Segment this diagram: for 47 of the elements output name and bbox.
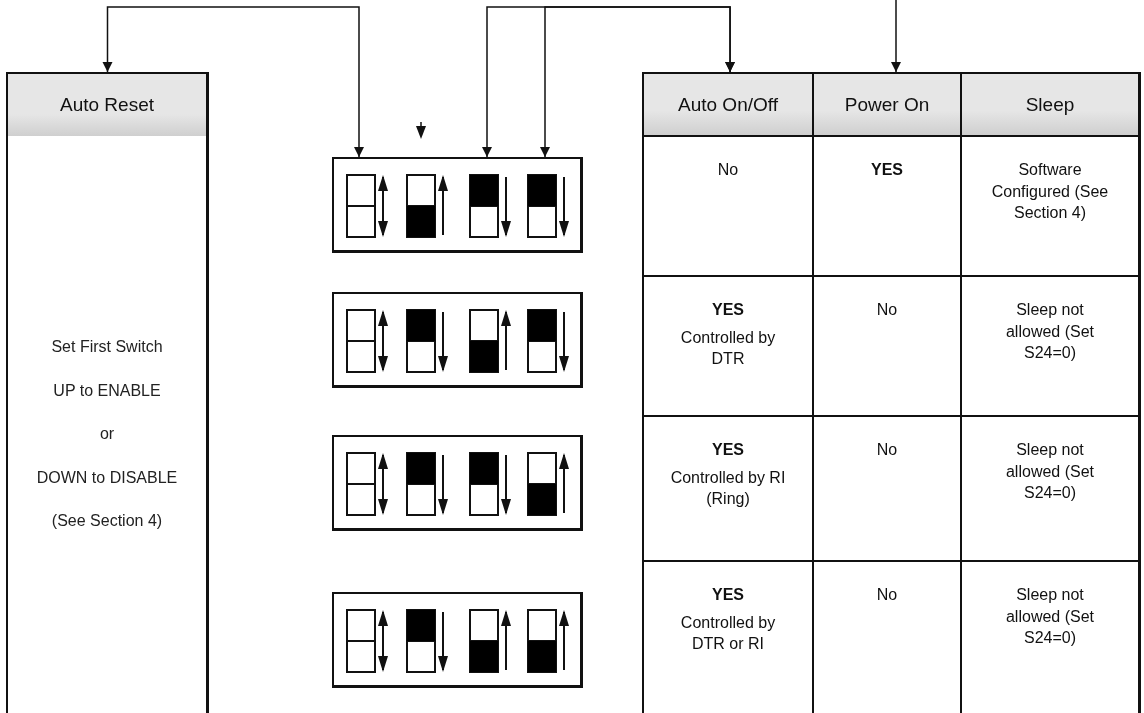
table-cell (642, 275, 812, 415)
cell-text: Software Configured (See Section 4) (991, 160, 1109, 224)
table-cell (960, 135, 1141, 275)
header-text: Power On (844, 92, 930, 117)
switch-block (332, 157, 583, 253)
table-cell (960, 415, 1141, 560)
cell-text: YES (712, 300, 744, 320)
table-cell (642, 560, 812, 713)
instruction-text: DOWN to DISABLE (36, 467, 178, 488)
cell-text: Sleep not allowed (Set S24=0) (1004, 585, 1095, 649)
column-header (960, 72, 1141, 135)
header-text: Auto On/Off (678, 92, 778, 117)
switch-block (332, 592, 583, 688)
cell-text: No (876, 300, 898, 320)
column-header (812, 72, 960, 135)
connector-arrow (891, 0, 901, 73)
setting-panel (6, 72, 209, 713)
connector-arrow (102, 6, 364, 158)
switch-block (332, 435, 583, 531)
cell-text: No (876, 585, 898, 605)
cell-text: Sleep not allowed (Set S24=0) (1004, 300, 1095, 364)
table-cell (960, 275, 1141, 415)
cell-text: YES (871, 160, 903, 180)
column-header (642, 72, 812, 135)
table-cell (812, 415, 960, 560)
cell-text: YES (712, 440, 744, 460)
cell-text: No (717, 160, 739, 180)
instruction-text: or (99, 424, 115, 445)
cell-text: Controlled by DTR or RI (679, 612, 777, 655)
table-cell (812, 135, 960, 275)
table-cell (812, 560, 960, 713)
table-cell (642, 415, 812, 560)
header-text: Sleep (1025, 92, 1075, 117)
cell-text: Sleep not allowed (Set S24=0) (1004, 440, 1095, 504)
switch-block (332, 292, 583, 388)
panel-heading: Auto Reset (60, 94, 154, 116)
instruction-text: UP to ENABLE (53, 380, 161, 401)
table-cell (960, 560, 1141, 713)
cell-text: YES (712, 585, 744, 605)
connector-arrow (540, 6, 736, 158)
table-cell (812, 275, 960, 415)
cell-text: Controlled by DTR (679, 327, 777, 370)
instruction-text: (See Section 4) (51, 511, 163, 532)
cell-text: Controlled by RI (Ring) (669, 467, 787, 510)
table-cell (642, 135, 812, 275)
cell-text: No (876, 440, 898, 460)
instruction-text: Set First Switch (51, 337, 163, 357)
